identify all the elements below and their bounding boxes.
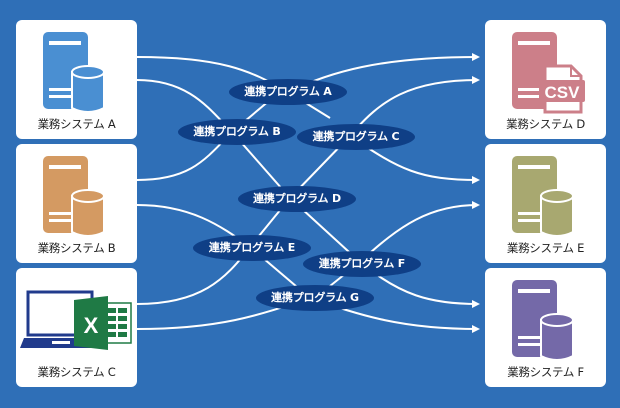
system-b-label: 業務システム B [37, 241, 116, 255]
server-database-icon [512, 280, 574, 361]
excel-letter: X [84, 313, 99, 338]
system-e-label: 業務システム E [506, 241, 585, 255]
system-f-label: 業務システム F [507, 365, 584, 379]
system-a-label: 業務システム A [37, 117, 116, 131]
system-c-label: 業務システム C [37, 365, 116, 379]
system-e-card[interactable]: 業務システム E [485, 144, 606, 263]
system-f-card[interactable]: 業務システム F [485, 268, 606, 387]
system-d-card[interactable]: CSV 業務システム D [485, 20, 606, 139]
program-c[interactable]: 連携プログラム C [297, 124, 415, 150]
system-a-card[interactable]: 業務システム A [16, 20, 137, 139]
laptop-excel-icon: X [20, 290, 132, 350]
server-database-icon [43, 32, 105, 113]
program-a[interactable]: 連携プログラム A [229, 79, 347, 105]
system-b-card[interactable]: 業務システム B [16, 144, 137, 263]
server-database-icon [43, 156, 105, 237]
csv-badge: CSV [545, 83, 581, 102]
program-d[interactable]: 連携プログラム D [238, 186, 356, 212]
flow-line-f-e [359, 201, 480, 263]
program-b[interactable]: 連携プログラム B [178, 119, 296, 145]
system-d-label: 業務システム D [506, 117, 585, 131]
program-g[interactable]: 連携プログラム G [256, 285, 374, 311]
system-c-card[interactable]: X 業務システム C [16, 268, 137, 387]
server-csv-icon: CSV [512, 32, 585, 114]
server-database-icon [512, 156, 574, 237]
program-f[interactable]: 連携プログラム F [303, 251, 421, 277]
program-e[interactable]: 連携プログラム E [193, 235, 311, 261]
